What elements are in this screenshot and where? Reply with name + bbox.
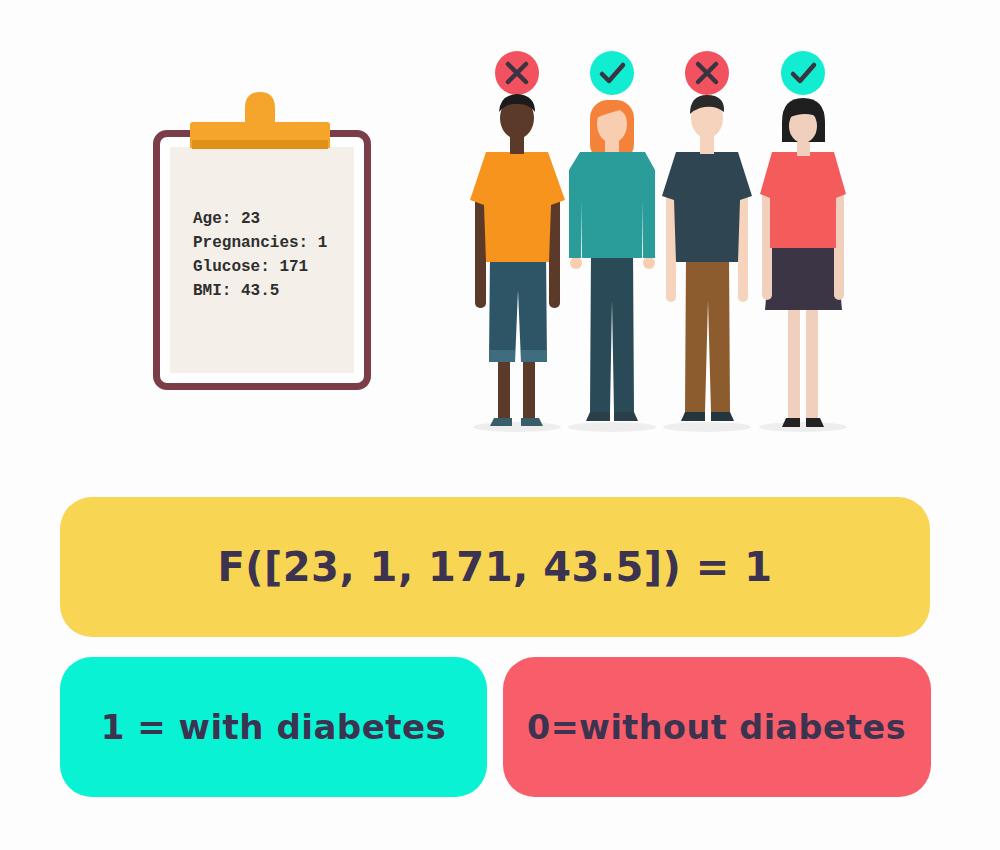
cross-icon [495, 51, 539, 95]
cross-icon [495, 51, 539, 95]
person-figure [586, 412, 610, 421]
person-figure [614, 412, 638, 421]
cross-icon [698, 64, 716, 82]
person-figure [569, 100, 655, 421]
person-figure [685, 256, 730, 412]
ground-shadow [473, 422, 561, 432]
person-figure [711, 412, 734, 421]
person-figure [470, 152, 565, 262]
class-label: 0=without diabetes [527, 708, 906, 747]
person-figure [662, 95, 752, 421]
person-figure [760, 152, 846, 248]
person-figure [806, 418, 824, 427]
person-figure [590, 252, 634, 412]
person-figure [806, 300, 818, 420]
person-figure [570, 257, 582, 269]
person-figure [499, 94, 535, 112]
clipboard-sheet: Age: 23Pregnancies: 1Glucose: 171BMI: 43… [153, 130, 371, 390]
patient-field: Age: 23 [193, 207, 348, 231]
patient-field: Glucose: 171 [193, 255, 348, 279]
person-figure [596, 100, 629, 118]
cross-icon [508, 64, 526, 82]
person-figure [489, 350, 515, 362]
person-figure [782, 98, 825, 142]
ground-shadow [568, 422, 656, 432]
patient-field: BMI: 43.5 [193, 279, 348, 303]
check-icon [781, 51, 825, 95]
person-figure [521, 418, 543, 426]
formula-text: F([23, 1, 171, 43.5]) = 1 [217, 544, 772, 590]
person-figure [490, 418, 512, 426]
cross-icon [685, 51, 729, 95]
class-box: 1 = with diabetes [60, 657, 487, 797]
ground-shadow [663, 422, 751, 432]
check-icon [590, 51, 634, 95]
check-icon [602, 65, 623, 81]
person-figure [521, 350, 547, 362]
ground-shadow [759, 422, 847, 432]
person-figure [690, 95, 724, 114]
cross-icon [685, 51, 729, 95]
person-figure [782, 418, 800, 427]
person-figure [662, 152, 752, 262]
person-figure [760, 98, 846, 427]
check-icon [781, 51, 825, 95]
person-figure [788, 300, 800, 420]
person-figure [470, 94, 565, 426]
person-figure [489, 252, 547, 362]
class-box: 0=without diabetes [503, 657, 931, 797]
person-figure [765, 244, 842, 310]
person-figure [643, 257, 655, 269]
person-figure [788, 102, 820, 118]
formula-box: F([23, 1, 171, 43.5]) = 1 [60, 497, 930, 637]
person-figure [681, 412, 705, 421]
class-label: 1 = with diabetes [101, 707, 447, 747]
person-figure [569, 152, 655, 258]
check-icon [590, 51, 634, 95]
patient-field: Pregnancies: 1 [193, 231, 348, 255]
check-icon [793, 65, 814, 81]
